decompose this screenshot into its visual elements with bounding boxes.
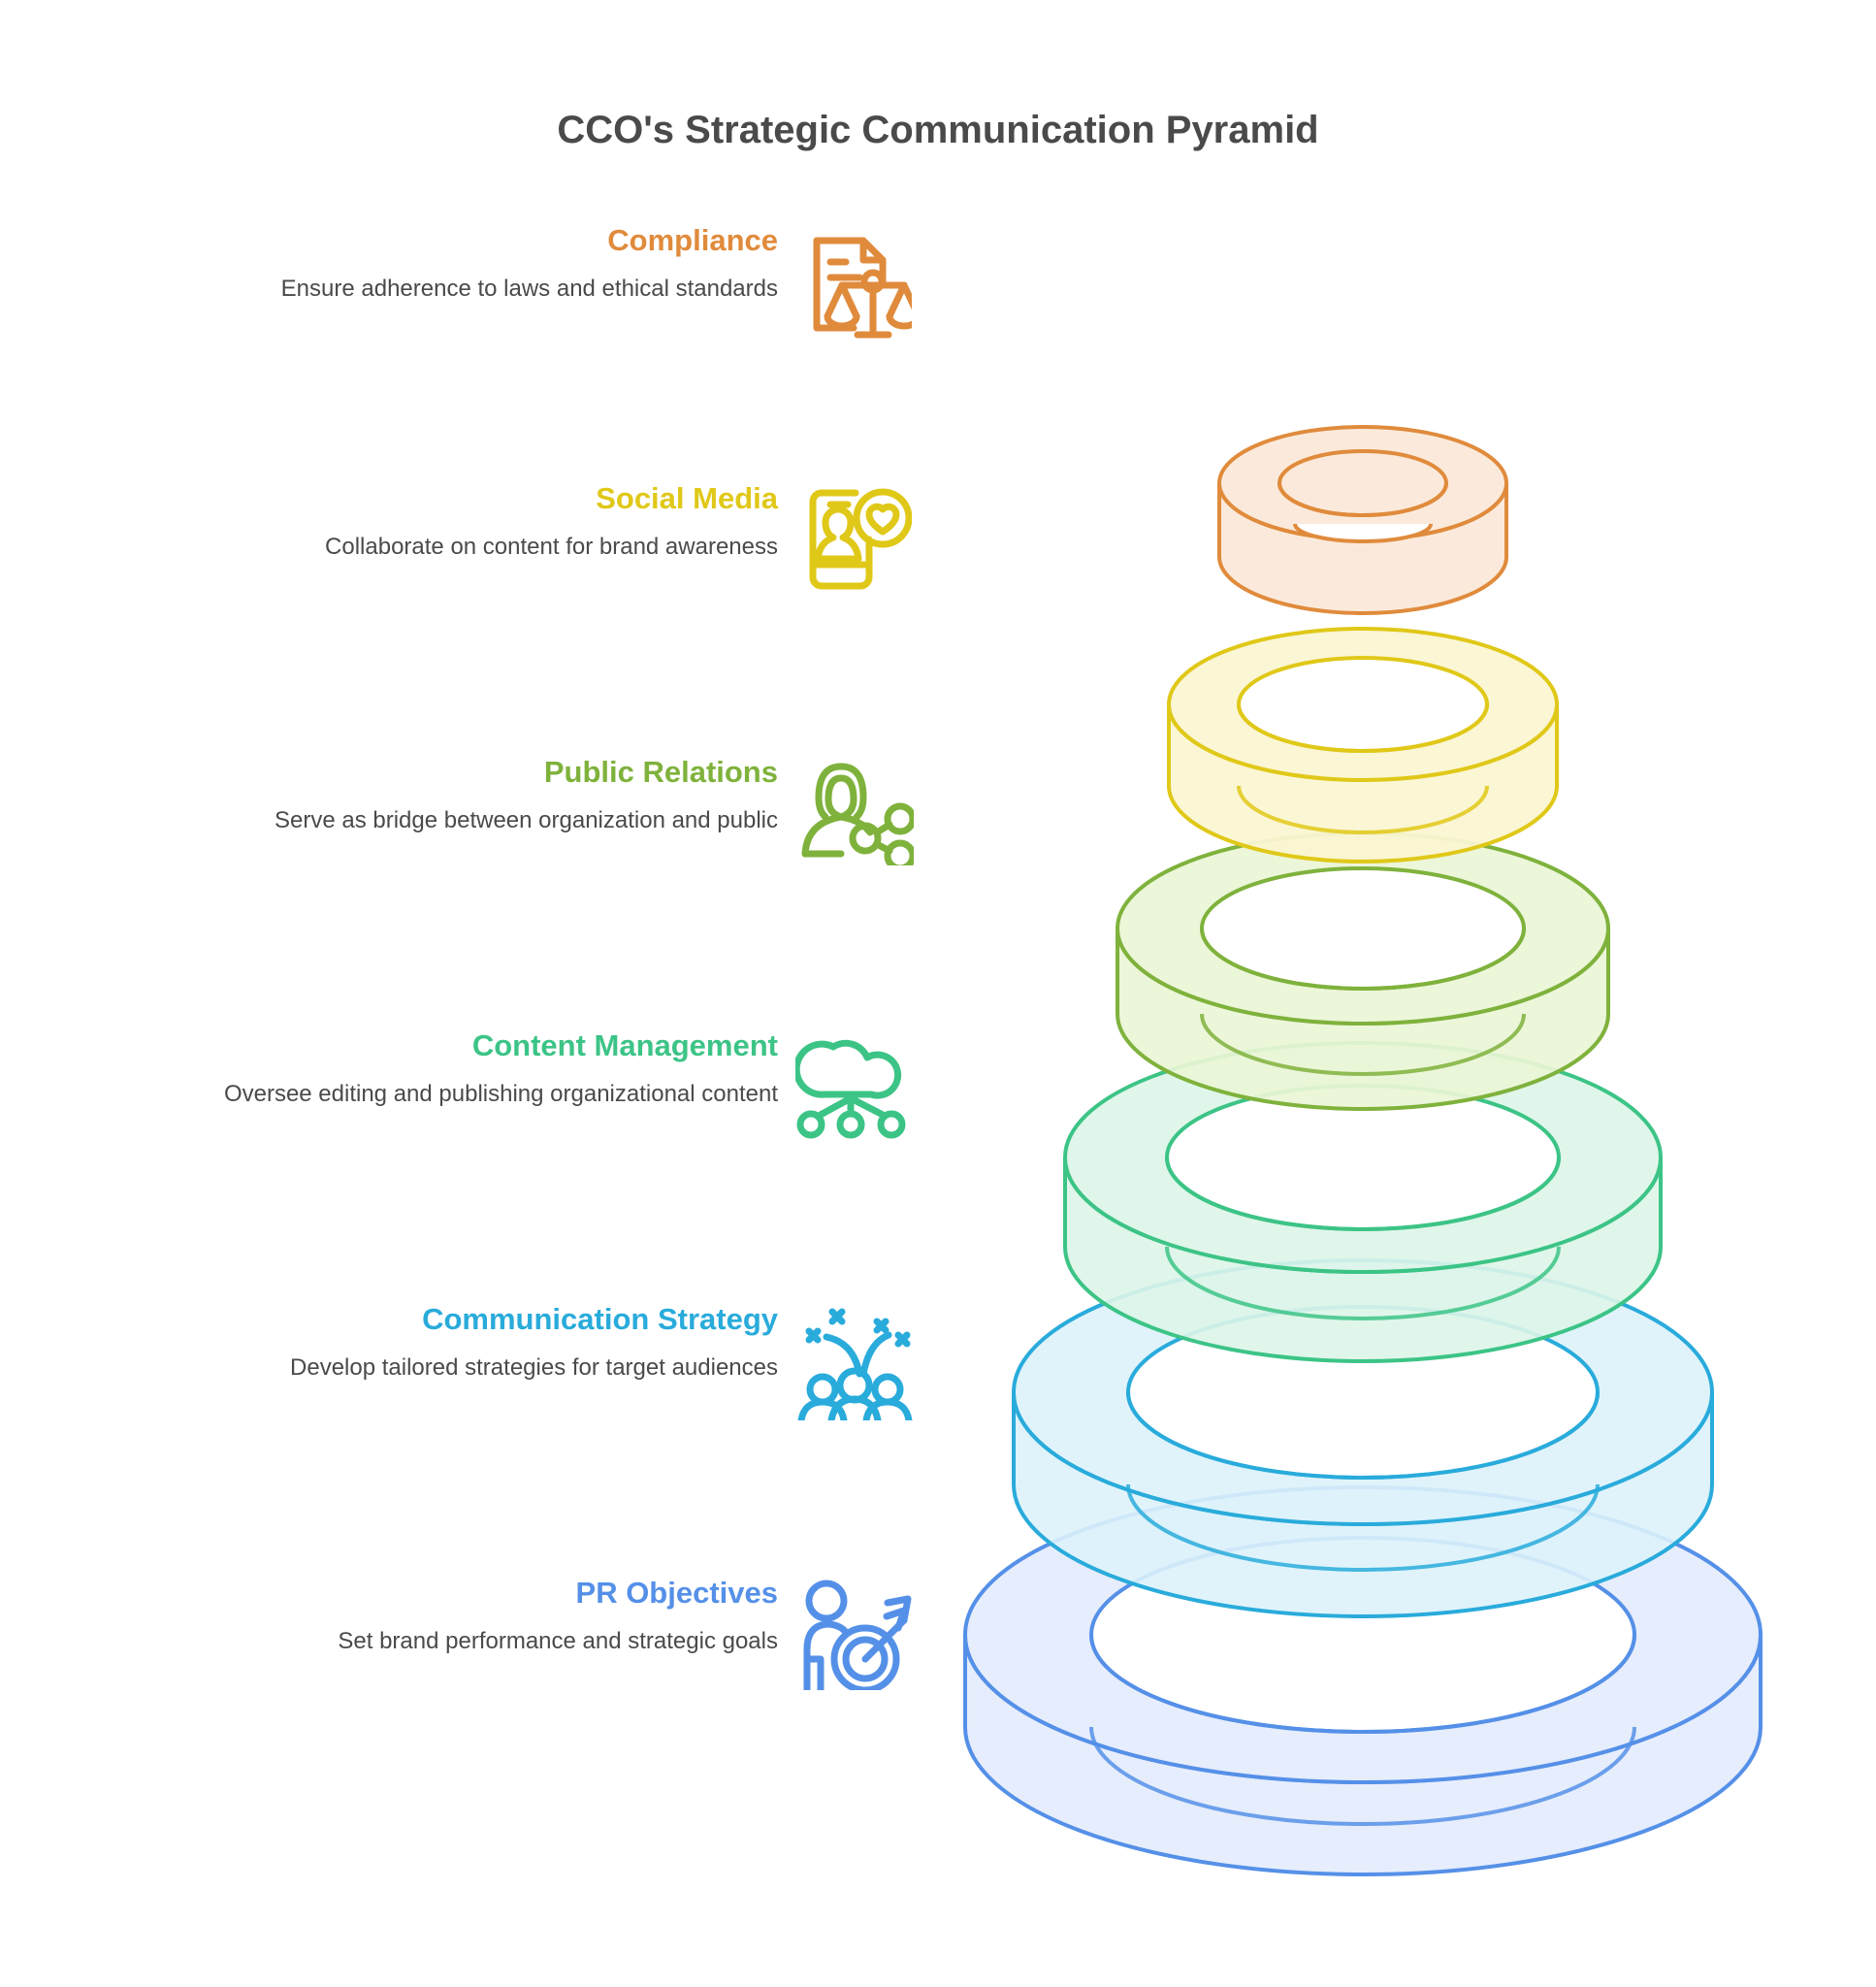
level-text-block: Social Media Collaborate on content for … (58, 481, 795, 563)
phone-person-heart-icon (795, 481, 922, 598)
level-label: Compliance (607, 223, 778, 257)
level-row-pr-objectives[interactable]: PR Objectives Set brand performance and … (0, 1576, 922, 1692)
level-row-communication-strategy[interactable]: Communication Strategy Develop tailored … (0, 1302, 922, 1420)
level-description: Develop tailored strategies for target a… (290, 1353, 778, 1381)
level-row-compliance[interactable]: Compliance Ensure adherence to laws and … (0, 223, 922, 340)
level-label: PR Objectives (575, 1576, 778, 1610)
level-text-block: Communication Strategy Develop tailored … (58, 1302, 795, 1384)
ring-public-relations[interactable] (1116, 831, 1610, 1111)
cloud-nodes-icon (795, 1028, 922, 1145)
level-label: Communication Strategy (422, 1302, 778, 1336)
level-row-public-relations[interactable]: Public Relations Serve as bridge between… (0, 755, 922, 871)
ring-social-media[interactable] (1167, 627, 1559, 863)
level-row-social-media[interactable]: Social Media Collaborate on content for … (0, 481, 922, 598)
level-label: Content Management (471, 1028, 778, 1062)
level-description: Set brand performance and strategic goal… (338, 1627, 778, 1654)
level-text-block: Compliance Ensure adherence to laws and … (58, 223, 795, 305)
person-share-network-icon (795, 755, 922, 871)
level-text-block: Public Relations Serve as bridge between… (58, 755, 795, 836)
people-celebration-icon (795, 1302, 922, 1420)
level-text-block: Content Management Oversee editing and p… (58, 1028, 795, 1110)
level-description: Collaborate on content for brand awarene… (325, 533, 778, 560)
page-title: CCO's Strategic Communication Pyramid (557, 109, 1319, 151)
ring-compliance[interactable] (1217, 425, 1508, 615)
person-target-icon (795, 1576, 922, 1692)
level-description: Serve as bridge between organization and… (274, 806, 778, 833)
level-row-content-management[interactable]: Content Management Oversee editing and p… (0, 1028, 922, 1145)
level-description: Oversee editing and publishing organizat… (223, 1080, 778, 1107)
level-text-block: PR Objectives Set brand performance and … (58, 1576, 795, 1657)
level-label: Social Media (596, 481, 778, 515)
ring-content-management[interactable] (1063, 1041, 1663, 1363)
document-scales-icon (795, 223, 922, 340)
level-label: Public Relations (543, 755, 778, 789)
ring-stack-diagram (902, 233, 1824, 1970)
level-description: Ensure adherence to laws and ethical sta… (280, 275, 778, 302)
